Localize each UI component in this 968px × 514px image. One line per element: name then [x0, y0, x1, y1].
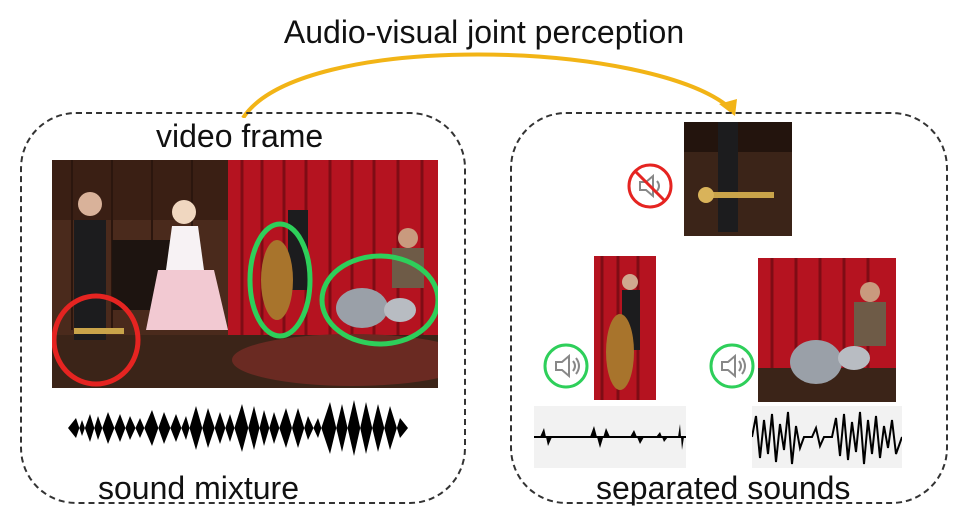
bass-source-circle [247, 221, 313, 339]
muted-source-circle [52, 293, 141, 387]
drums-waveform [752, 406, 902, 468]
left-panel [20, 112, 466, 504]
speaker-muted-icon [627, 163, 673, 209]
video-frame-label: video frame [150, 118, 330, 155]
bass-waveform [534, 406, 686, 468]
curved-arrow [241, 52, 737, 120]
speaker-sound-icon [709, 343, 755, 389]
separated-sounds-label: separated sounds [596, 470, 851, 506]
arrow-path [241, 52, 732, 120]
bass-crop-image [594, 256, 656, 400]
diagram-title: Audio-visual joint perception [283, 14, 685, 50]
arrow-head [719, 99, 737, 116]
speaker-sound-icon [543, 343, 589, 389]
drums-crop-image [758, 258, 896, 402]
right-panel [510, 112, 948, 504]
trumpet-crop-image [684, 122, 792, 236]
sound-mixture-label: sound mixture [98, 470, 299, 506]
drums-source-circle [319, 253, 438, 347]
mixture-waveform [68, 400, 408, 456]
video-frame-image [52, 160, 438, 388]
